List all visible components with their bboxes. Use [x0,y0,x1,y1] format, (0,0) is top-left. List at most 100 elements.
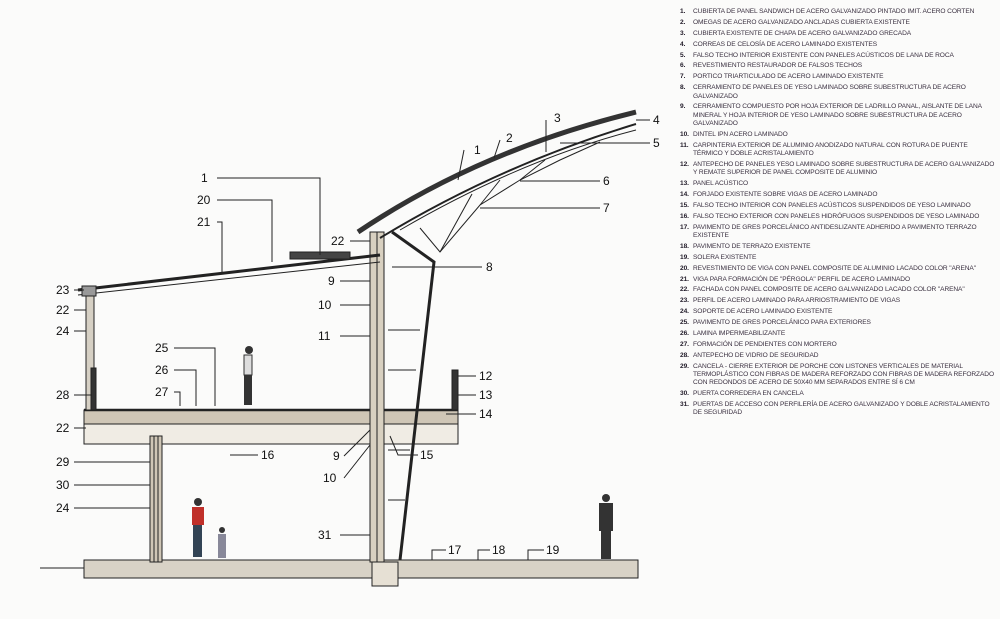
callout-9: 9 [328,274,335,288]
callout-16: 16 [261,448,275,462]
legend-number: 28. [680,351,689,359]
legend-text: Revestimiento restaurador de falsos tech… [693,62,863,70]
legend-text: Perfil de acero laminado para arriostram… [693,297,900,305]
legend-text: Cancela - cierre exterior de porche con … [693,362,994,387]
floor-slab [83,409,459,425]
building-section-drawing: 1 20 21 23 22 24 28 22 29 30 24 25 26 27… [40,109,660,587]
legend-text: Cerramiento de paneles de yeso laminado … [693,84,966,100]
legend-item: 16. Falso techo exterior con paneles hidr… [680,213,998,221]
legend-text: Formación de pendientes con mortero [693,340,837,348]
callout-22: 22 [331,234,345,248]
legend-number: 16. [680,212,689,220]
legend-number: 15. [680,201,689,209]
callout-1: 1 [201,171,208,185]
legend-item: 6. Revestimiento restaurador de falsos te… [680,62,998,70]
callout-22: 22 [56,303,70,317]
legend-text: Cubierta de panel sandwich de acero galv… [693,8,975,15]
legend-item: 9.Cerramiento compuesto por hoja exterio… [680,103,998,128]
legend-text: Fachada con panel composite de acero gal… [693,286,965,294]
legend-item: 30.Puerta corredera en cancela [680,390,998,398]
legend-item: 12. Antepecho de paneles yeso laminado so… [680,161,998,178]
legend-item: 22. Fachada con panel composite de acero … [680,286,998,294]
legend-text: Falso techo interior con paneles acústic… [693,201,971,209]
legend-number: 10. [680,130,689,138]
legend-text: Lamina impermeabilizante [693,330,786,338]
legend-text: Falso techo exterior con paneles hidrófu… [693,212,980,220]
callout-10: 10 [318,298,332,312]
legend-item: 14.Forjado existente sobre vigas de acer… [680,191,998,199]
legend-number: 11. [680,141,689,149]
callout-29: 29 [56,455,70,469]
legend-number: 22. [680,286,689,294]
callout-24: 24 [56,501,70,515]
legend-text: Viga para formación de "pérgola" perfil … [693,275,910,283]
callout-4: 4 [653,113,660,127]
callout-11: 11 [318,329,331,343]
legend-number: 2. [680,18,686,26]
callout-8: 8 [486,260,493,274]
legend-item: 21.Viga para formación de "pérgola" perf… [680,276,998,284]
legend-item: 3.Cubierta existente de chapa de acero g… [680,30,998,38]
legend-item: 20.Revestimiento de viga con panel compo… [680,265,998,273]
legend-number: 6. [680,62,686,70]
callout-9: 9 [333,449,340,463]
callout-22: 22 [56,421,70,435]
callout-3: 3 [554,111,561,125]
legend-text: Pavimento de gres porcelánico antidesliz… [693,223,977,240]
legend-number: 19. [680,253,689,261]
callout-24: 24 [56,324,70,338]
legend-text: Forjado existente sobre vigas de acero l… [693,191,878,199]
ground-slab [83,559,639,579]
legend-number: 8. [680,84,686,92]
callout-17: 17 [448,543,462,557]
legend-item: 5.Falso techo interior existente con pan… [680,52,998,60]
callout-6: 6 [603,174,610,188]
legend-number: 26. [680,330,689,338]
legend-text: Revestimiento de viga con panel composit… [693,264,976,272]
legend-text: Pavimento de terrazo existente [693,242,811,250]
callout-20: 20 [197,193,211,207]
legend-item: 27. Formación de pendientes con mortero [680,341,998,349]
legend-text: Solera existente [693,253,757,261]
legend-text: Omegas de acero galvanizado ancladas cub… [693,18,910,26]
callout-7: 7 [603,201,610,215]
legend-item: 8. Cerramiento de paneles de yeso laminad… [680,84,998,101]
callout-12: 12 [479,369,493,383]
legend-number: 29. [680,362,689,370]
legend-item: 13.Panel acústico [680,180,998,188]
callout-1: 1 [474,143,481,157]
legend-number: 4. [680,40,686,48]
callout-15: 15 [420,448,434,462]
people-figures [192,346,613,559]
legend-item: 2. Omegas de acero galvanizado ancladas c… [680,19,998,27]
legend-text: Panel acústico [693,180,749,188]
callout-19: 19 [546,543,560,557]
callout-14: 14 [479,407,493,421]
callout-25: 25 [155,341,169,355]
legend-item: 26. Lamina impermeabilizante [680,330,998,338]
legend-text: Soporte de acero laminado existente [693,308,833,316]
legend-item: 7.Portico triarticulado de acero laminad… [680,73,998,81]
legend-number: 12. [680,160,689,168]
legend-item: 28. Antepecho de vidrio de seguridad [680,352,998,360]
callout-5: 5 [653,136,660,150]
legend-list: 1.Cubierta de panel sandwich de acero ga… [680,8,998,420]
column-porch [149,435,163,563]
legend-number: 24. [680,308,689,316]
legend-number: 25. [680,319,689,327]
legend-number: 18. [680,242,689,250]
legend-text: Pavimento de gres porcelánico para exter… [693,319,871,327]
legend-number: 30. [680,390,689,398]
legend-text: Antepecho de paneles yeso laminado sobre… [693,160,995,177]
legend-number: 9. [680,103,686,111]
callout-27: 27 [155,385,169,399]
callout-26: 26 [155,363,169,377]
legend-number: 23. [680,297,689,305]
legend-number: 27. [680,340,689,348]
callout-31: 31 [318,528,332,542]
callout-30: 30 [56,478,70,492]
legend-text: Carpinteria exterior de aluminio anodiza… [693,141,968,158]
legend-number: 3. [680,29,686,37]
legend-item: 11. Carpinteria exterior de aluminio anod… [680,142,998,159]
legend-text: Antepecho de vidrio de seguridad [693,351,819,359]
